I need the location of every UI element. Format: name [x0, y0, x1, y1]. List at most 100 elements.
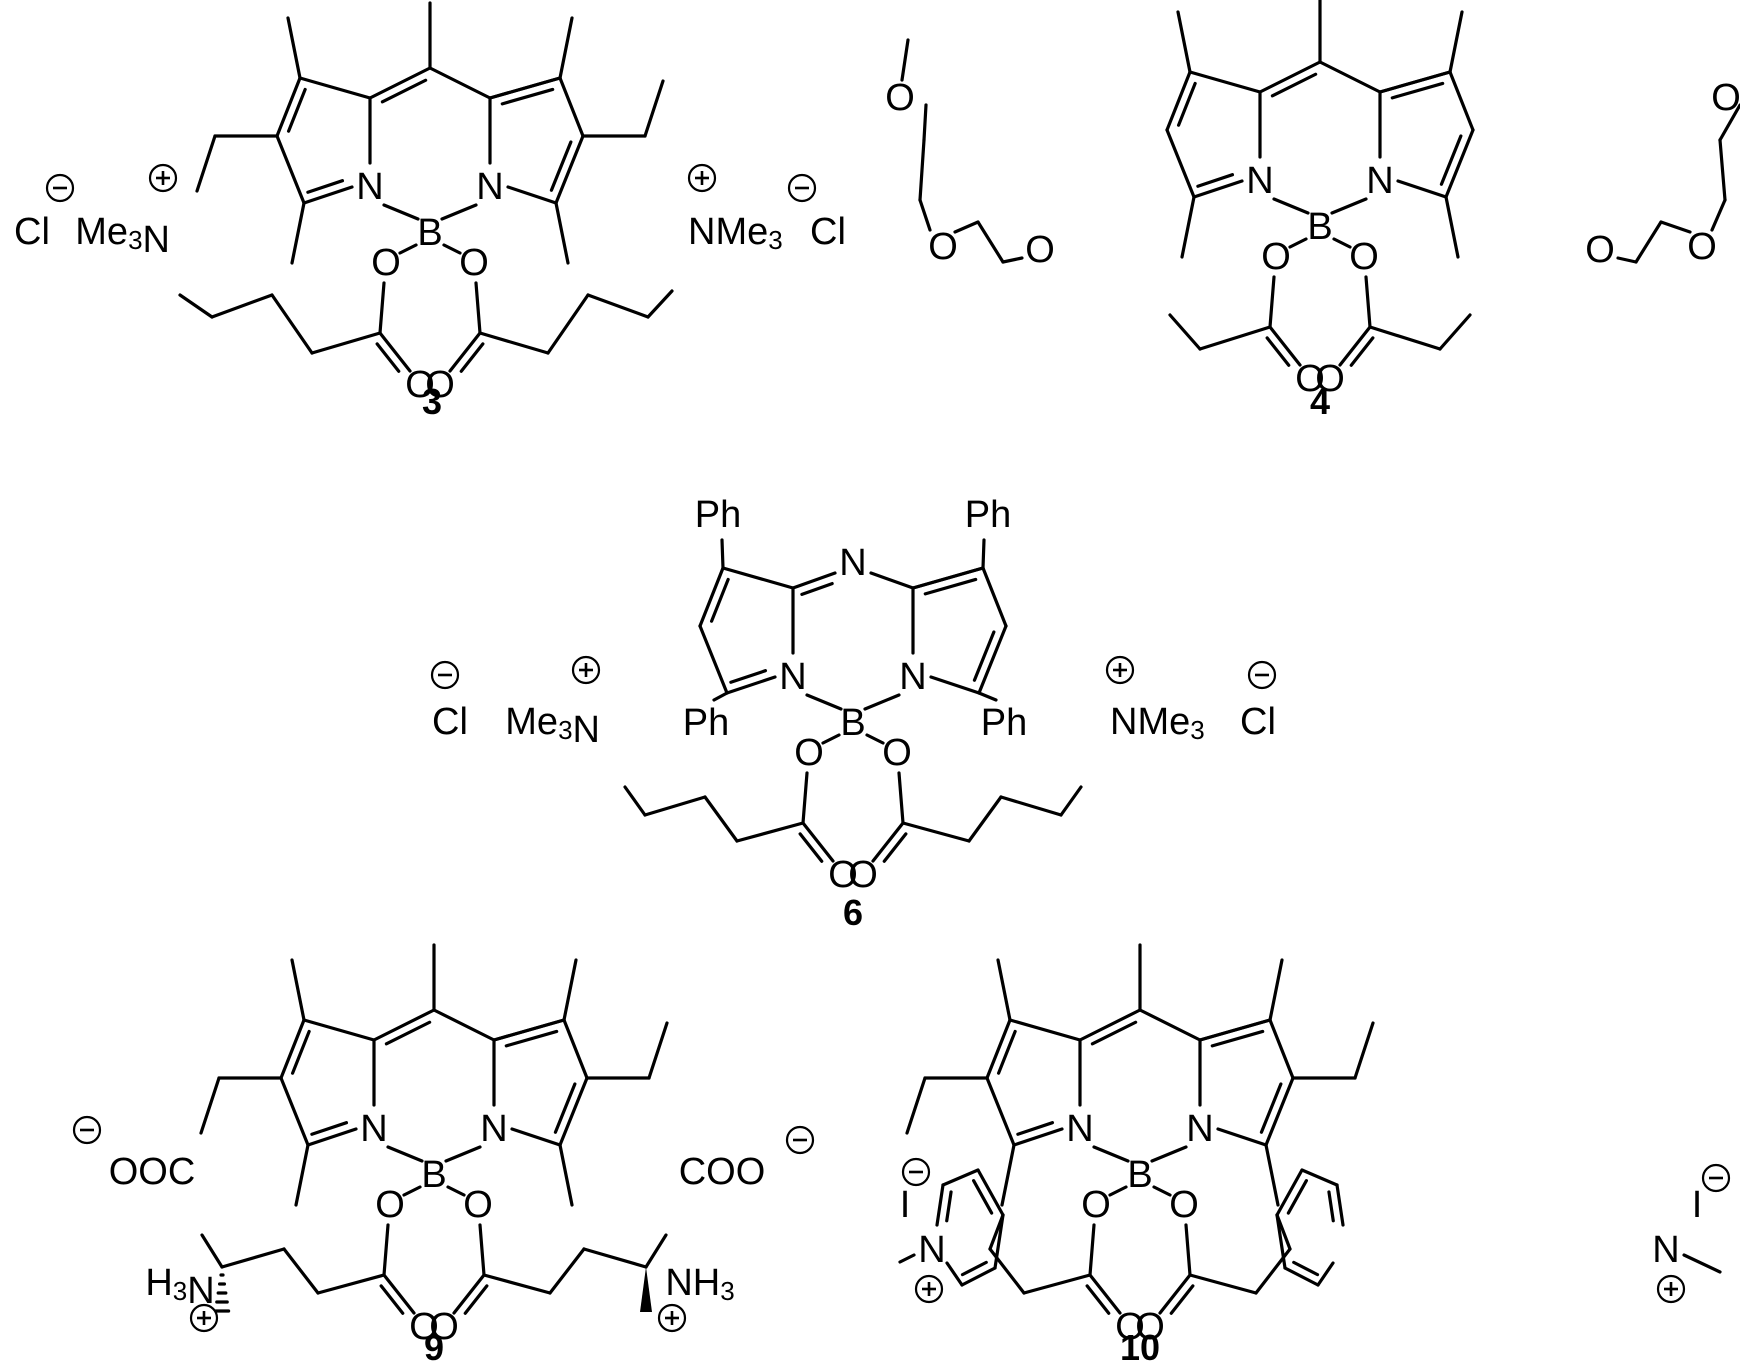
- bond: [440, 203, 478, 221]
- methyl-bond: [562, 958, 578, 1022]
- positive-charge-symbol: [914, 1274, 944, 1304]
- chloride-ion: Cl: [810, 211, 846, 253]
- double-bond-inner: [945, 1190, 953, 1223]
- ether-oxygen-atom: O: [1025, 229, 1055, 271]
- negative-charge-symbol: [430, 660, 460, 690]
- bond: [444, 1145, 482, 1163]
- bond: [1258, 60, 1322, 94]
- oxygen-atom: O: [463, 1184, 493, 1226]
- ether-chain-bond: [1616, 256, 1638, 264]
- ether-chain-bond: [1001, 256, 1024, 264]
- double-bond-inner: [1439, 134, 1463, 186]
- double-bond-inner: [972, 630, 996, 682]
- double-bond-inner: [463, 1284, 489, 1315]
- chain-bond: [582, 1247, 648, 1269]
- bridging-nitrogen-atom: N: [839, 542, 866, 584]
- carbonyl-oxygen-atom: O: [828, 854, 858, 896]
- iodide-ion: I: [1692, 1184, 1703, 1226]
- bond: [725, 675, 777, 695]
- bond: [985, 1076, 1016, 1147]
- ether-oxygen-atom: O: [1687, 226, 1717, 268]
- n-methyl-bond: [1682, 1253, 1722, 1274]
- bond: [382, 1273, 416, 1315]
- bond: [1444, 128, 1475, 199]
- bond: [1288, 237, 1308, 249]
- phenyl-group: Ph: [965, 494, 1011, 536]
- positive-charge-symbol: [657, 1303, 687, 1333]
- double-bond-inner: [553, 1082, 577, 1134]
- double-bond-inner: [1286, 1179, 1308, 1215]
- bond: [1150, 1145, 1188, 1163]
- chain-bond: [1254, 1247, 1292, 1295]
- chain-bond: [548, 1247, 586, 1295]
- positive-charge-symbol: [687, 163, 717, 193]
- double-bond-inner: [729, 669, 768, 684]
- oxygen-atom: O: [1349, 236, 1379, 278]
- bond: [558, 76, 585, 138]
- methyl-bond: [1176, 10, 1192, 74]
- double-bond-inner: [1292, 1260, 1320, 1277]
- phenyl-bond: [981, 538, 986, 570]
- bond: [474, 281, 482, 335]
- methyl-bond: [558, 1143, 574, 1207]
- chain-bond: [646, 289, 674, 319]
- compound-number: 4: [1310, 381, 1330, 422]
- compound-number: 9: [424, 1327, 444, 1365]
- double-bond-inner: [996, 1029, 1017, 1075]
- double-bond-inner: [1016, 1121, 1055, 1136]
- compound-number: 10: [1120, 1327, 1160, 1365]
- chain-bond: [644, 1233, 668, 1269]
- double-bond-inner: [1210, 1029, 1265, 1048]
- methyl-bond: [554, 201, 570, 265]
- negative-charge-symbol: [1247, 660, 1277, 690]
- chain-bond: [1188, 1273, 1258, 1295]
- methyl-bond: [996, 958, 1012, 1022]
- negative-charge-symbol: [1701, 1163, 1731, 1193]
- ether-chain-bond: [918, 198, 932, 232]
- methyl-bond: [1444, 195, 1460, 259]
- chloride-ion: Cl: [14, 211, 50, 253]
- bond: [506, 185, 558, 205]
- chain-bond: [703, 795, 739, 843]
- bond: [721, 566, 795, 590]
- chain-bond: [210, 293, 274, 319]
- bond: [386, 1145, 424, 1163]
- bond: [1008, 1018, 1082, 1042]
- chain-bond: [1022, 1273, 1092, 1295]
- ammonium-group: NH3: [665, 1262, 734, 1306]
- bond: [698, 566, 725, 628]
- ammonium-group: H3N: [145, 1262, 214, 1312]
- bond: [1165, 70, 1192, 132]
- double-bond-inner: [1265, 336, 1291, 367]
- chain-bond: [282, 1247, 320, 1295]
- double-bond-inner: [1169, 1284, 1195, 1315]
- oxygen-atom: O: [882, 732, 912, 774]
- bond: [554, 134, 585, 205]
- bond: [1283, 1266, 1320, 1287]
- pyridinium-nitrogen-atom: N: [1652, 1229, 1679, 1271]
- bond: [1275, 1168, 1304, 1217]
- bond: [510, 1127, 562, 1147]
- chain-bond: [482, 1273, 552, 1295]
- double-bond-inner: [800, 581, 834, 596]
- double-bond-inner: [798, 832, 824, 863]
- bond: [869, 571, 915, 590]
- double-bond-inner: [310, 1121, 349, 1136]
- carboxylate-group: OOC: [109, 1151, 196, 1193]
- oxygen-atom: O: [1081, 1184, 1111, 1226]
- phenyl-bond: [712, 691, 729, 702]
- bond: [897, 771, 905, 825]
- methyl-bond: [558, 16, 574, 80]
- bond: [801, 821, 835, 863]
- ether-oxygen-atom: O: [885, 77, 915, 119]
- trimethylammonium-group: NMe3: [1110, 701, 1205, 745]
- double-bond-inner: [1176, 81, 1197, 127]
- chloride-ion: Cl: [1240, 701, 1276, 743]
- bond: [977, 624, 1008, 695]
- negative-charge-symbol: [45, 173, 75, 203]
- methyl-bond: [1180, 195, 1196, 259]
- bond: [791, 571, 837, 590]
- ether-oxygen-atom: O: [1585, 229, 1615, 271]
- bond: [1364, 275, 1372, 329]
